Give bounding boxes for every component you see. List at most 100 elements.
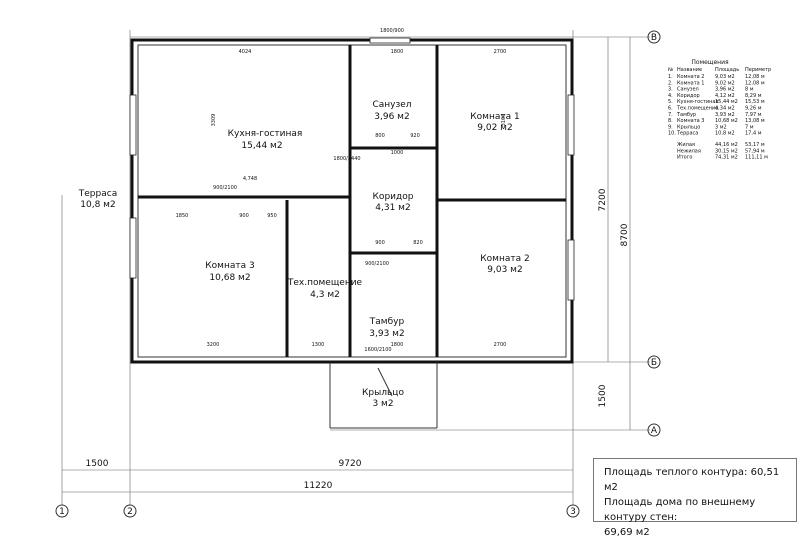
- table-cell-name: Комната 3: [677, 118, 704, 124]
- table-cell-area: 10,68 м2: [715, 118, 738, 124]
- axis-2: 2: [127, 507, 133, 517]
- interior-walls: [138, 45, 566, 357]
- terrace-name: Терраса: [78, 189, 117, 199]
- table-header-n: №: [668, 67, 674, 73]
- table-cell-n: 9.: [668, 124, 673, 130]
- table-cell-name: Жилая: [677, 142, 695, 148]
- dim-900-b: 900: [375, 240, 385, 246]
- table-cell-n: 8.: [668, 118, 673, 124]
- axis-v: В: [651, 33, 657, 43]
- opening-mid: 900/2100: [213, 185, 237, 191]
- table-cell-n: 4.: [668, 93, 673, 99]
- dim-1000: 1000: [391, 150, 404, 156]
- table-cell-name: Терраса: [676, 131, 698, 137]
- dim-820: 820: [413, 240, 423, 246]
- table-cell-perim: 17,4 м: [745, 131, 762, 137]
- table-cell-perim: 9,26 м: [745, 106, 762, 112]
- opening-top2: 1800/2440: [333, 156, 360, 162]
- interior-dimensions: 4024 2700 1800 800 920 1000 1850 900 950…: [176, 28, 507, 353]
- table-cell-name: Итого: [677, 155, 692, 161]
- table-cell-name: Крыльцо: [677, 124, 700, 130]
- table-cell-area: 3 м2: [715, 124, 727, 130]
- room1-name: Комната 1: [470, 112, 519, 122]
- room2-name: Комната 2: [480, 254, 529, 264]
- dim-950: 950: [267, 213, 277, 219]
- dim-11220: 11220: [304, 481, 333, 491]
- tambour-name: Тамбур: [369, 317, 405, 327]
- table-cell-n: 2.: [668, 80, 673, 86]
- table-cell-name: Комната 1: [677, 80, 704, 86]
- dim-1800-b: 1800: [391, 342, 404, 348]
- dim-8700: 8700: [620, 223, 630, 246]
- table-cell-name: Санузел: [677, 87, 699, 93]
- table-cell-area: 10,8 м2: [715, 131, 735, 137]
- table-cell-area: 44,16 м2: [715, 142, 738, 148]
- dim-2700-top: 2700: [494, 49, 507, 55]
- dim-1500-h: 1500: [86, 459, 109, 469]
- table-cell-area: 3,93 м2: [715, 112, 735, 118]
- summary-outer-area: Площадь дома по внешнему контуру стен:: [604, 497, 756, 523]
- room3-area: 10,68 м2: [209, 273, 250, 283]
- dim-3309: 3309: [211, 114, 217, 127]
- axis-lines: [61, 30, 650, 505]
- dim-7200: 7200: [598, 188, 608, 211]
- room-labels: Кухня-гостиная 15,44 м2 Санузел 3,96 м2 …: [78, 100, 530, 409]
- table-cell-perim: 8,29 м: [745, 93, 762, 99]
- terrace-area: 10,8 м2: [80, 200, 115, 210]
- table-header-perim: Периметр: [745, 67, 771, 73]
- dim-9720: 9720: [339, 459, 362, 469]
- dim-4748: 4,748: [243, 176, 257, 182]
- dim-4024: 4024: [239, 49, 252, 55]
- table-cell-name: Кухня-гостиная: [677, 99, 719, 105]
- table-cell-perim: 12,08 м: [745, 74, 765, 80]
- area-summary: Площадь теплого контура: 60,51 м2 Площад…: [593, 458, 797, 538]
- table-cell-perim: 13,08 м: [745, 118, 765, 124]
- tech-name: Тех.помещение: [287, 278, 363, 288]
- table-cell-name: Комната 2: [677, 74, 704, 80]
- table-cell-perim: 8 м: [745, 87, 754, 93]
- table-cell-name: Тех.помещение: [676, 106, 718, 112]
- dim-1500-v: 1500: [598, 384, 608, 407]
- bath-name: Санузел: [372, 100, 411, 110]
- bath-area: 3,96 м2: [374, 112, 409, 122]
- kitchen-area: 15,44 м2: [241, 141, 282, 151]
- table-cell-n: 3.: [668, 87, 673, 93]
- axis-b: Б: [651, 358, 657, 368]
- dim-1850: 1850: [176, 213, 189, 219]
- porch-area: 3 м2: [372, 399, 393, 409]
- table-cell-n: 10.: [668, 131, 676, 137]
- dim-900-a: 900: [239, 213, 249, 219]
- axis-markers: 1 2 3 В Б А: [55, 30, 661, 518]
- axis-3: 3: [570, 507, 576, 517]
- tambour-area: 3,93 м2: [369, 329, 404, 339]
- dim-2700-bottom: 2700: [494, 342, 507, 348]
- table-cell-perim: 7 м: [745, 124, 754, 130]
- opening-bottom: 1600/2100: [364, 347, 391, 353]
- windows: [129, 37, 575, 301]
- table-cell-n: 5.: [668, 99, 673, 105]
- table-cell-area: 30,15 м2: [715, 148, 738, 154]
- table-cell-perim: 111,11 м: [745, 155, 768, 161]
- opening-top: 1800/900: [380, 28, 404, 34]
- corridor-name: Коридор: [373, 192, 414, 202]
- table-cell-perim: 15,53 м: [745, 99, 765, 105]
- table-cell-perim: 57,94 м: [745, 148, 765, 154]
- corridor-area: 4,31 м2: [375, 203, 410, 213]
- axis-a: А: [651, 426, 658, 436]
- table-cell-perim: 12,08 м: [745, 80, 765, 86]
- dim-800: 800: [375, 133, 385, 139]
- room2-area: 9,03 м2: [487, 265, 522, 275]
- dim-1800-a: 1800: [391, 49, 404, 55]
- table-cell-area: 3,96 м2: [715, 87, 735, 93]
- outer-dimensions: 1500 9720 11220 7200 8700 1500: [62, 37, 631, 493]
- dim-1300: 1300: [312, 342, 325, 348]
- table-cell-area: 9,02 м2: [715, 80, 735, 86]
- kitchen-name: Кухня-гостиная: [228, 129, 303, 139]
- dim-3100: 3100: [501, 114, 507, 127]
- rooms-table: Помещения № Название Площадь Периметр 1.…: [668, 59, 771, 161]
- summary-warm-area: Площадь теплого контура: 60,51 м2: [604, 467, 780, 493]
- table-header-area: Площадь: [715, 67, 739, 73]
- table-cell-area: 4,34 м2: [715, 106, 735, 112]
- opening-bottom2: 900/2100: [365, 261, 389, 267]
